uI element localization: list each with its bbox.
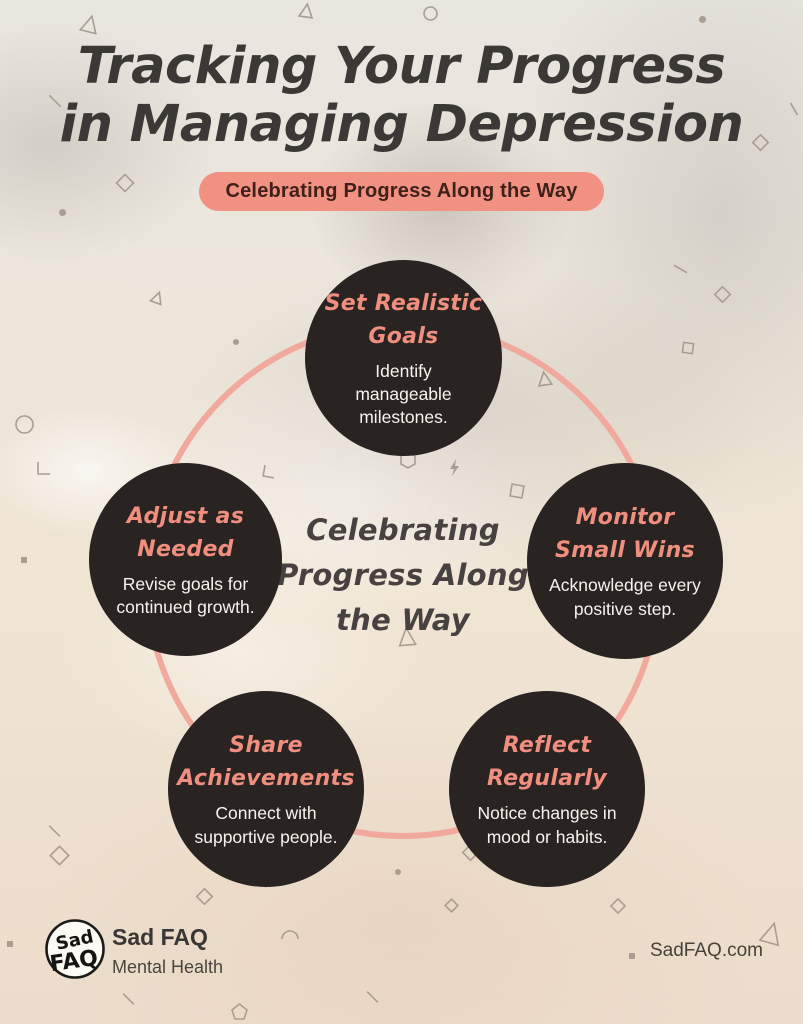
node-title: Adjust as Needed	[126, 503, 245, 562]
deco-circle-icon	[15, 415, 34, 434]
deco-triangle-icon	[148, 290, 162, 306]
deco-dot-icon	[699, 16, 706, 23]
brand-block: Sad FAQ Mental Health	[112, 924, 223, 978]
website-url: SadFAQ.com	[650, 940, 763, 961]
brand-tagline: Mental Health	[112, 957, 224, 977]
subtitle-badge: Celebrating Progress Along the Way	[199, 172, 604, 212]
sadfaq-logo-icon: Sad FAQ	[45, 919, 105, 979]
deco-diamond-icon	[444, 898, 459, 913]
node-adjust-as-needed: Adjust as Needed Revise goals for contin…	[89, 463, 282, 656]
deco-dot-icon	[395, 869, 401, 875]
node-title: Monitor Small Wins	[555, 505, 695, 564]
header: Tracking Your Progress in Managing Depre…	[0, 37, 803, 212]
node-share-achievements: Share Achievements Connect with supporti…	[168, 691, 364, 887]
diagram-center-label: Celebrating Progress Along the Way	[277, 513, 529, 637]
node-description: Notice changes in mood or habits.	[477, 803, 617, 847]
node-description: Acknowledge every positive step.	[549, 575, 701, 619]
node-description: Connect with supportive people.	[194, 803, 338, 847]
deco-pentagon-icon	[231, 1002, 248, 1020]
deco-square-icon	[21, 557, 27, 563]
deco-corner-icon	[37, 462, 50, 475]
node-title: Share Achievements	[177, 733, 355, 792]
node-reflect-regularly: Reflect Regularly Notice changes in mood…	[449, 691, 645, 887]
node-title: Reflect Regularly	[487, 733, 607, 792]
deco-triangle-icon	[78, 14, 97, 35]
deco-square-icon	[681, 341, 695, 355]
deco-dash-icon	[48, 825, 61, 837]
deco-triangle-icon	[297, 2, 314, 19]
deco-circle-icon	[423, 6, 438, 21]
deco-dot-icon	[233, 339, 239, 345]
node-description: Identify manageable milestones.	[355, 360, 452, 428]
deco-diamond-icon	[195, 887, 214, 906]
node-description: Revise goals for continued growth.	[116, 573, 255, 617]
node-title: Set Realistic Goals	[324, 290, 483, 349]
deco-dash-icon	[673, 264, 688, 274]
node-monitor-small-wins: Monitor Small Wins Acknowledge every pos…	[527, 463, 723, 659]
page-title: Tracking Your Progress in Managing Depre…	[59, 37, 744, 155]
deco-diamond-icon	[713, 285, 732, 304]
brand-name: Sad FAQ	[112, 924, 208, 950]
footer: Sad FAQ Sad FAQ Mental Health SadFAQ.com	[0, 914, 803, 994]
node-set-realistic-goals: Set Realistic Goals Identify manageable …	[305, 260, 502, 456]
deco-diamond-icon	[49, 845, 70, 866]
